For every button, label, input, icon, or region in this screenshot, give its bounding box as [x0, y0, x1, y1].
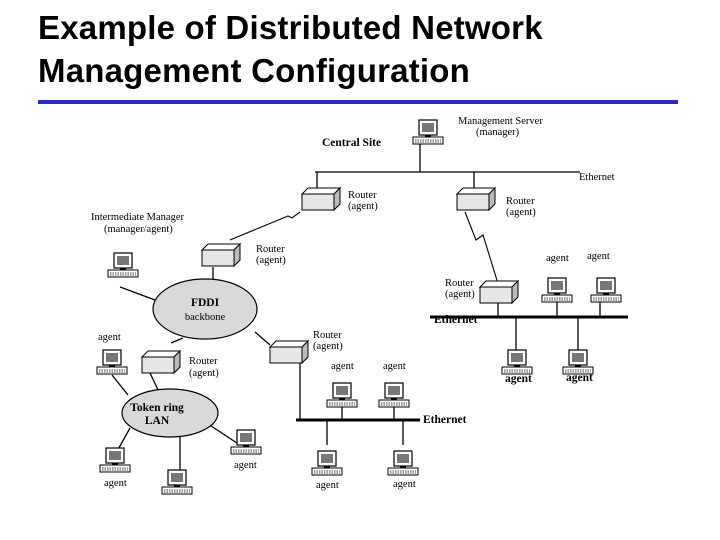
agent-label: agent — [104, 478, 127, 489]
fddi-label-2: backbone — [185, 312, 226, 323]
agent-label: agent — [234, 460, 257, 471]
router-left-label-2: (agent) — [348, 201, 378, 212]
agent-label: agent — [393, 479, 416, 490]
ethernet-top-label: Ethernet — [579, 172, 615, 183]
network-links — [111, 142, 628, 480]
agent-label: agent — [587, 251, 610, 262]
agent-label: agent — [505, 373, 532, 385]
router-east-label-2: (agent) — [445, 289, 475, 300]
router-icon — [201, 243, 241, 267]
fddi-label-1: FDDI — [191, 297, 220, 309]
ethernet-bottom-label: Ethernet — [423, 414, 467, 426]
router-icon — [456, 187, 496, 211]
router-icon — [269, 340, 309, 364]
title-line-1: Example of Distributed Network — [38, 9, 543, 46]
intermediate-manager-label-1: Intermediate Manager — [91, 212, 184, 223]
diagram-labels: Central Site Management Server (manager)… — [91, 116, 615, 491]
router-fddi-label-2: (agent) — [313, 341, 343, 352]
agent-label: agent — [331, 361, 354, 372]
router-east-label-1: Router — [445, 278, 474, 289]
agent-label: agent — [546, 253, 569, 264]
workstation-icon — [590, 277, 622, 303]
token-ring-label-2: LAN — [145, 415, 170, 427]
workstation-icon — [501, 349, 533, 375]
mgmt-server-label-2: (manager) — [476, 127, 520, 138]
ethernet-right-label: Ethernet — [434, 314, 478, 326]
router-right-label-1: Router — [506, 196, 535, 207]
router-left-label-1: Router — [348, 190, 377, 201]
mgmt-server-label-1: Management Server — [458, 116, 543, 127]
workstation-icon — [99, 447, 131, 473]
intermediate-manager-label-2: (manager/agent) — [104, 224, 173, 235]
agent-label: agent — [316, 480, 339, 491]
workstation-icon — [378, 382, 410, 408]
title-underline — [38, 100, 678, 104]
workstation-icon — [96, 349, 128, 375]
router-icon — [141, 350, 181, 374]
agent-label: agent — [383, 361, 406, 372]
token-ring-lan: Token ring LAN — [121, 388, 219, 438]
router-tr-label-2: (agent) — [189, 368, 219, 379]
agent-label: agent — [566, 372, 593, 384]
workstation-icon — [541, 277, 573, 303]
fddi-backbone: FDDI backbone — [152, 278, 258, 340]
central-site-label: Central Site — [322, 137, 381, 149]
workstation-icon — [326, 382, 358, 408]
title-line-2: Management Configuration — [38, 52, 470, 89]
agent-label: agent — [98, 332, 121, 343]
workstation-icon — [107, 252, 139, 278]
workstation-icon — [311, 450, 343, 476]
router-icon — [479, 280, 519, 304]
workstation-icon — [161, 469, 193, 495]
router-im-label-2: (agent) — [256, 255, 286, 266]
lightning-link-icon — [229, 211, 501, 291]
workstation-icon — [412, 119, 444, 145]
router-im-label-1: Router — [256, 244, 285, 255]
workstation-icon — [387, 450, 419, 476]
workstation-icon — [562, 349, 594, 375]
router-fddi-label-1: Router — [313, 330, 342, 341]
router-tr-label-1: Router — [189, 356, 218, 367]
slide-title: Example of Distributed Network Managemen… — [38, 6, 698, 92]
token-ring-label-1: Token ring — [130, 402, 184, 414]
router-icon — [301, 187, 341, 211]
router-right-label-2: (agent) — [506, 207, 536, 218]
